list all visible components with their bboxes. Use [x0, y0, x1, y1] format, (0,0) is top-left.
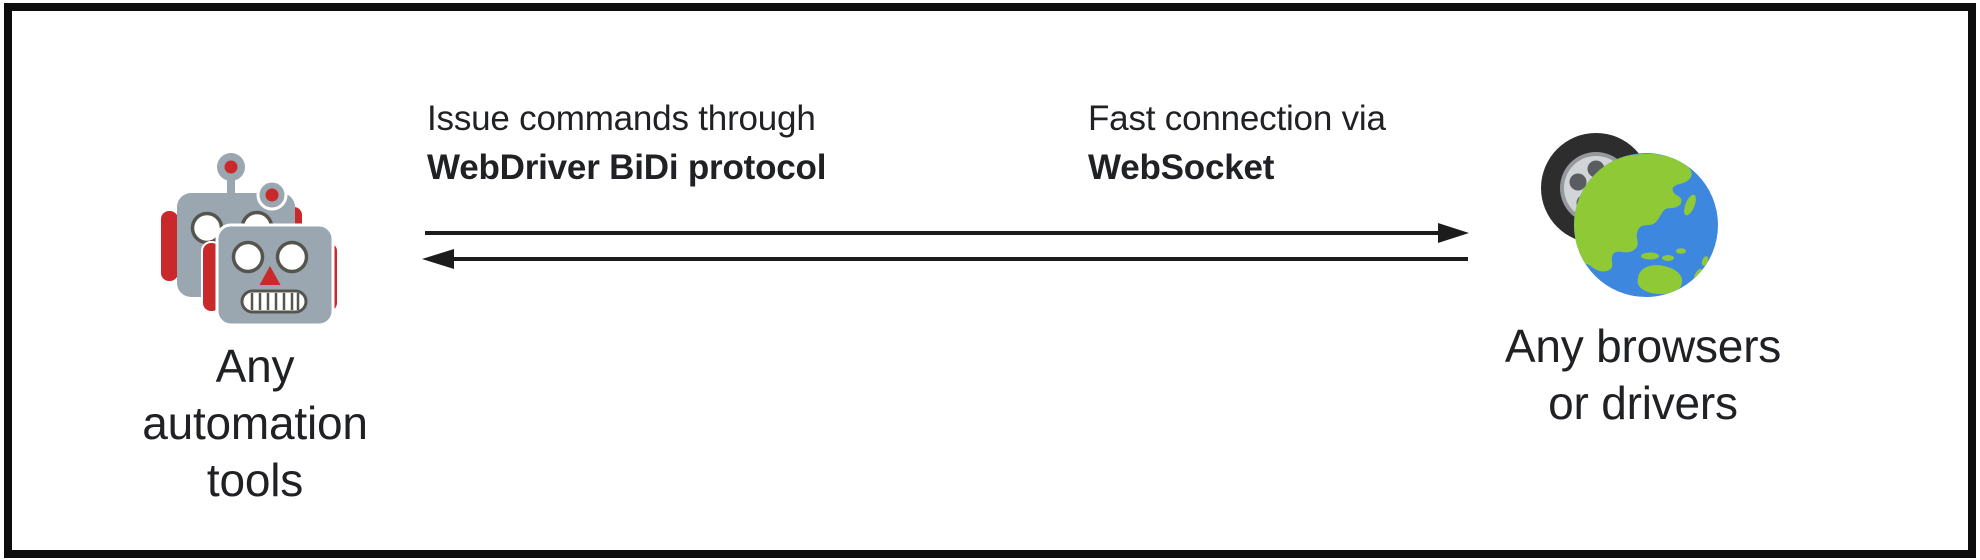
- commands-label-line1: Issue commands through: [427, 99, 816, 138]
- arrow-right: [425, 223, 1469, 243]
- browsers-drivers-label-line1: Any browsers: [1504, 320, 1782, 372]
- front-robot-icon: [201, 179, 339, 327]
- commands-connection-label: Issue commands through WebDriver BiDi pr…: [427, 94, 826, 192]
- websocket-label-line2: WebSocket: [1088, 148, 1275, 187]
- globe-tire-icon: [1541, 133, 1718, 297]
- browsers-drivers-label: Any browsers or drivers: [1488, 318, 1798, 432]
- websocket-label-line1: Fast connection via: [1088, 99, 1386, 138]
- arrow-left: [422, 249, 1468, 269]
- automation-tools-label-line1: Any: [215, 340, 295, 392]
- automation-tools-label: Any automation tools: [103, 338, 407, 509]
- automation-tools-label-line2: automation: [142, 397, 368, 449]
- websocket-connection-label: Fast connection via WebSocket: [1088, 94, 1386, 192]
- robots-icon: [161, 153, 339, 327]
- browsers-drivers-label-line2: or drivers: [1548, 377, 1738, 429]
- commands-label-line2: WebDriver BiDi protocol: [427, 148, 827, 187]
- automation-tools-label-line3: tools: [206, 454, 304, 506]
- bidirectional-arrows: [422, 223, 1469, 269]
